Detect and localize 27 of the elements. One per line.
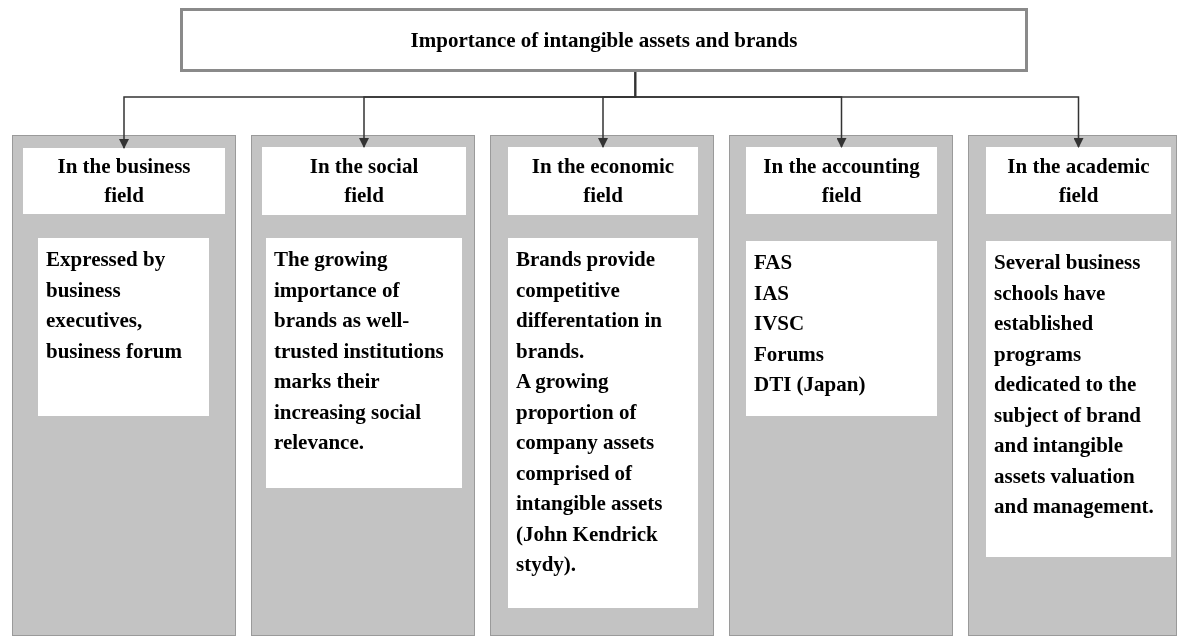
text-card xyxy=(266,238,462,488)
field-heading: In the social field xyxy=(262,147,466,215)
field-heading: In the academic field xyxy=(986,147,1171,214)
body-text: Expressed by business executives, business forum xyxy=(46,246,183,365)
column-panel xyxy=(968,135,1177,636)
body-text: Forums xyxy=(754,340,825,368)
column-panel xyxy=(490,135,714,636)
body-text: IVSC xyxy=(754,310,806,337)
column-panel xyxy=(12,135,236,636)
body-text: DTI (Japan) xyxy=(754,371,867,398)
body-text: Several business schools have established programs dedicated to the subject of brand and intangible assets valuation and management. xyxy=(994,249,1155,520)
arrow xyxy=(634,71,1084,148)
field-heading: In the business field xyxy=(23,148,225,214)
body-text: A growing proportion of company assets comprised of intangible assets (John Kendrick stydy). xyxy=(516,368,664,578)
column-panel xyxy=(729,135,953,636)
body-text: FAS xyxy=(754,249,794,276)
body-text: The growing importance of brands as well-trusted institutions marks their increasing social relevance. xyxy=(274,246,445,456)
column-panel xyxy=(251,135,475,636)
field-heading: In the accounting field xyxy=(746,147,937,214)
body-text: Brands provide competitive differentation in brands. xyxy=(516,246,664,365)
text-card xyxy=(38,238,209,416)
text-card xyxy=(986,241,1171,557)
field-heading: In the economic field xyxy=(508,147,698,215)
title-box: Importance of intangible assets and brands xyxy=(180,8,1028,72)
text-card xyxy=(508,238,698,608)
body-text: IAS xyxy=(754,279,791,307)
text-card xyxy=(746,241,937,416)
